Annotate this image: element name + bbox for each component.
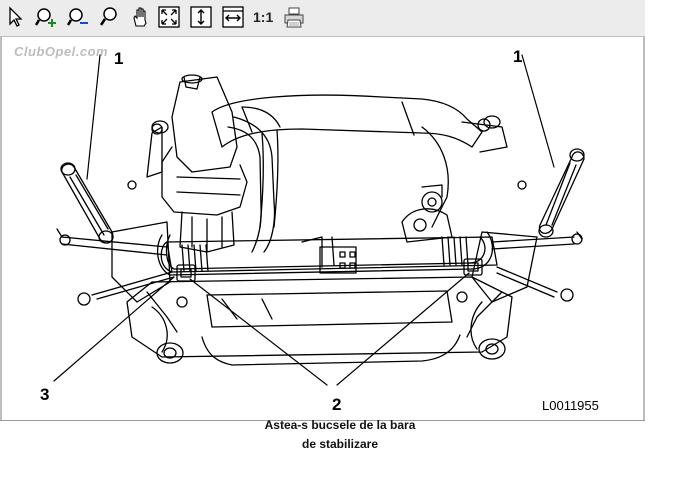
actual-size-button[interactable]: 1:1 xyxy=(253,9,274,25)
arrow-pointer-icon xyxy=(9,6,23,27)
caption-line-1: Astea-s bucsele de la bara xyxy=(264,418,416,432)
select-tool-button[interactable] xyxy=(4,5,28,29)
zoom-in-button[interactable] xyxy=(34,5,58,29)
front-subframe-drawing xyxy=(53,54,585,386)
watermark-logo: ClubOpel.com xyxy=(14,44,109,59)
callout-1-right: 1 xyxy=(513,47,523,66)
caption-line-2: de stabilizare xyxy=(301,437,379,451)
zoom-button[interactable] xyxy=(98,5,122,29)
fit-window-button[interactable] xyxy=(157,5,181,29)
magnifier-icon xyxy=(99,7,117,26)
document-frame-bottom xyxy=(0,420,645,421)
fit-window-icon xyxy=(158,6,180,28)
zoom-in-icon xyxy=(35,8,56,27)
fit-width-button[interactable] xyxy=(221,5,245,29)
printer-icon xyxy=(284,7,304,28)
callout-2: 2 xyxy=(332,395,342,414)
document-frame-right xyxy=(643,37,645,421)
callout-3: 3 xyxy=(40,385,50,404)
fit-width-icon xyxy=(222,6,244,28)
figure-id-label: L0011955 xyxy=(542,398,599,413)
zoom-out-button[interactable] xyxy=(66,5,90,29)
document-page: 1 1 3 2 L0011955 xyxy=(2,37,643,420)
print-button[interactable] xyxy=(282,5,306,29)
forum-caption: Astea-s bucsele de la bara de stabilizar… xyxy=(240,416,440,454)
fit-height-button[interactable] xyxy=(189,5,213,29)
hand-icon xyxy=(133,7,147,27)
scroll-area xyxy=(645,0,682,36)
zoom-out-icon xyxy=(67,8,88,26)
document-frame-left xyxy=(0,37,2,421)
viewer-toolbar: 1:1 xyxy=(0,0,645,37)
callout-1-left: 1 xyxy=(114,49,124,68)
fit-height-icon xyxy=(190,6,212,28)
pan-button[interactable] xyxy=(129,5,153,29)
